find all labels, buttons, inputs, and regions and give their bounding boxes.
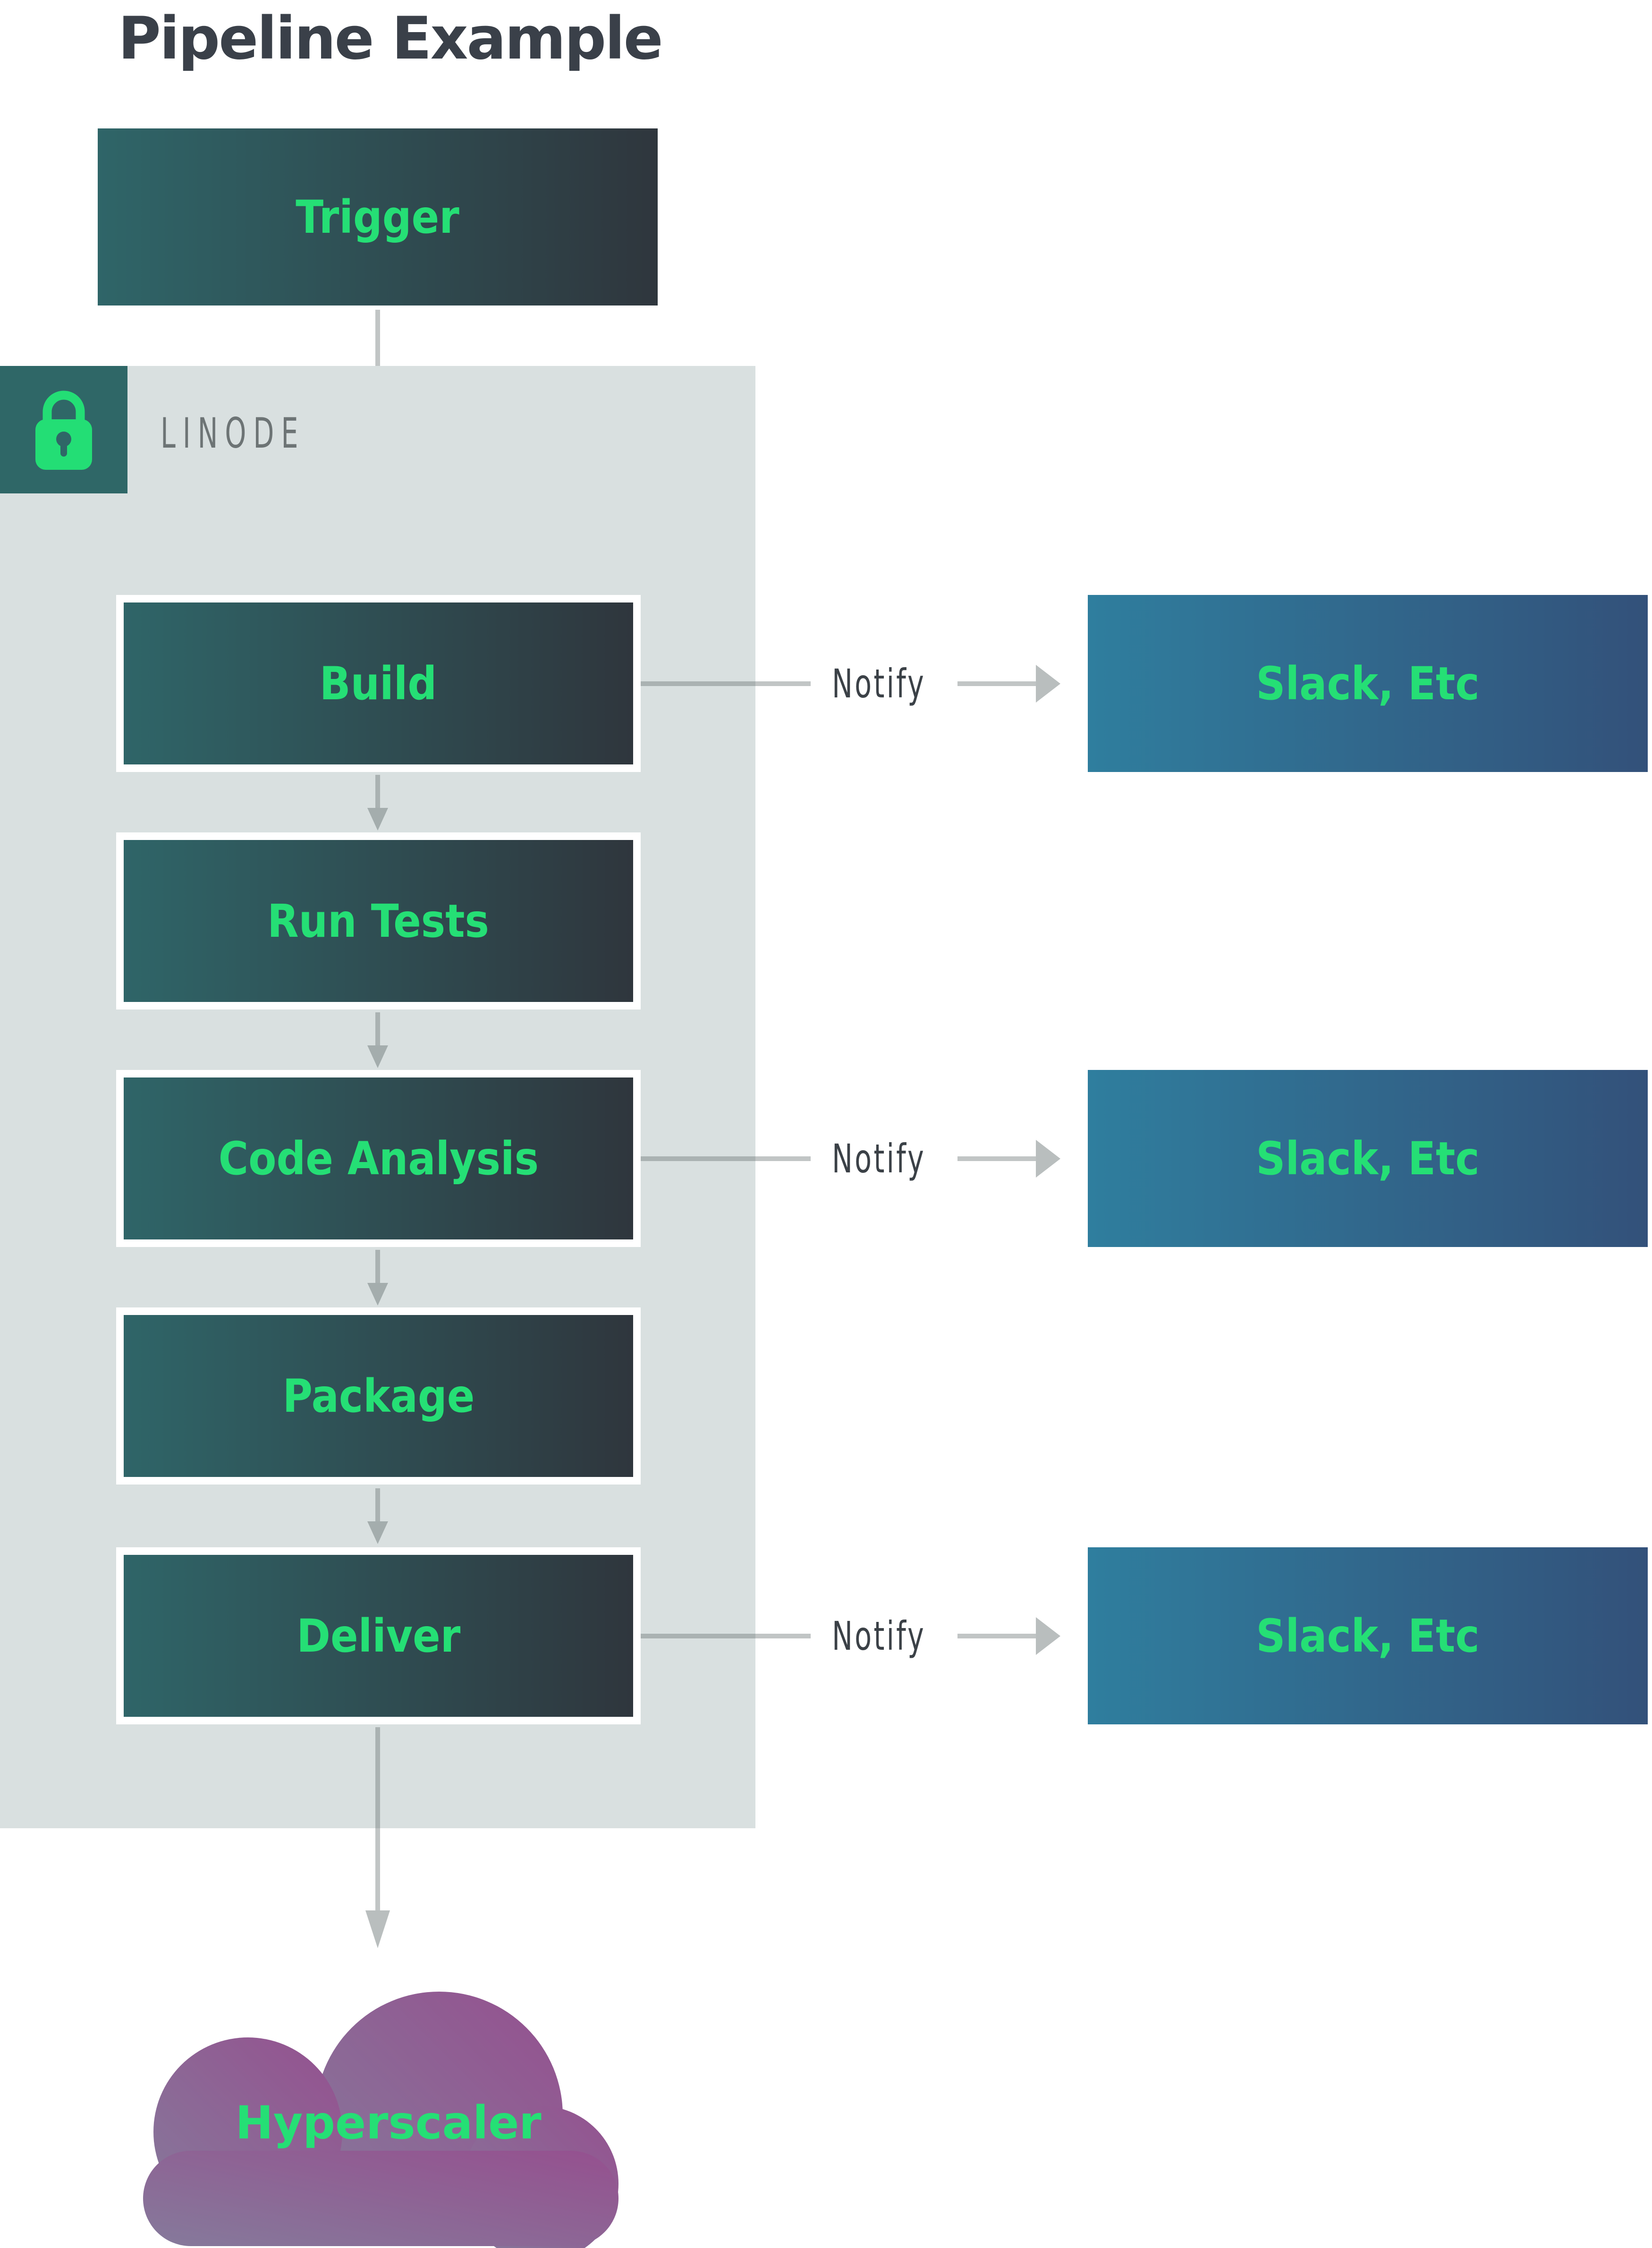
slack-box: Slack, Etc — [1088, 1070, 1648, 1247]
stage-connector-arrow-head — [367, 808, 388, 831]
stage-label: Package — [282, 1369, 474, 1423]
stage-box-package: Package — [116, 1307, 641, 1485]
hyperscaler-label-wrap: Hyperscaler — [132, 2096, 626, 2149]
stage-connector-arrow — [375, 1012, 380, 1045]
stage-label: Code Analysis — [218, 1132, 539, 1185]
stage-connector-arrow-head — [367, 1283, 388, 1306]
notify-arrow-head — [1036, 1140, 1060, 1178]
stage-connector-arrow-head — [367, 1045, 388, 1068]
stage-box-deliver-inner: Deliver — [124, 1555, 633, 1717]
notify-arrow — [957, 681, 1036, 686]
hyperscaler-label: Hyperscaler — [235, 2096, 542, 2149]
slack-label: Slack, Etc — [1256, 1609, 1480, 1663]
notify-line — [641, 1156, 811, 1161]
lock-badge — [0, 366, 127, 493]
notify-line — [641, 681, 811, 686]
deliver-to-cloud-arrow-head — [365, 1910, 390, 1948]
stage-box-run-tests-inner: Run Tests — [124, 840, 633, 1002]
notify-label: Notify — [832, 1136, 926, 1182]
notify-line — [641, 1634, 811, 1638]
stage-connector-arrow-head — [367, 1521, 388, 1544]
hyperscaler-cloud-icon — [143, 1992, 618, 2248]
page-title: Pipeline Example — [118, 5, 663, 73]
stage-box-package-inner: Package — [124, 1315, 633, 1477]
trigger-label: Trigger — [296, 190, 460, 244]
stage-label: Deliver — [296, 1609, 461, 1663]
notify-label: Notify — [832, 1613, 926, 1659]
linode-label: LINODE — [161, 409, 305, 458]
trigger-box: Trigger — [98, 128, 658, 305]
slack-label: Slack, Etc — [1256, 1132, 1480, 1185]
stage-box-run-tests: Run Tests — [116, 832, 641, 1009]
stage-connector-arrow — [375, 1488, 380, 1521]
notify-arrow-head — [1036, 665, 1060, 703]
stage-label: Run Tests — [267, 894, 490, 948]
notify-arrow-head — [1036, 1617, 1060, 1655]
stage-box-build: Build — [116, 595, 641, 772]
deliver-to-cloud-arrow — [375, 1727, 380, 1910]
notify-arrow — [957, 1634, 1036, 1638]
stage-connector-arrow — [375, 1250, 380, 1283]
stage-label: Build — [320, 657, 437, 710]
notify-label: Notify — [832, 661, 926, 707]
slack-box: Slack, Etc — [1088, 595, 1648, 772]
stage-box-code-analysis: Code Analysis — [116, 1070, 641, 1247]
stage-box-code-analysis-inner: Code Analysis — [124, 1077, 633, 1239]
slack-box: Slack, Etc — [1088, 1547, 1648, 1724]
stage-box-build-inner: Build — [124, 602, 633, 764]
stage-connector-arrow — [375, 775, 380, 808]
slack-label: Slack, Etc — [1256, 657, 1480, 710]
lock-icon — [35, 390, 92, 470]
notify-arrow — [957, 1156, 1036, 1161]
stage-box-deliver: Deliver — [116, 1547, 641, 1724]
